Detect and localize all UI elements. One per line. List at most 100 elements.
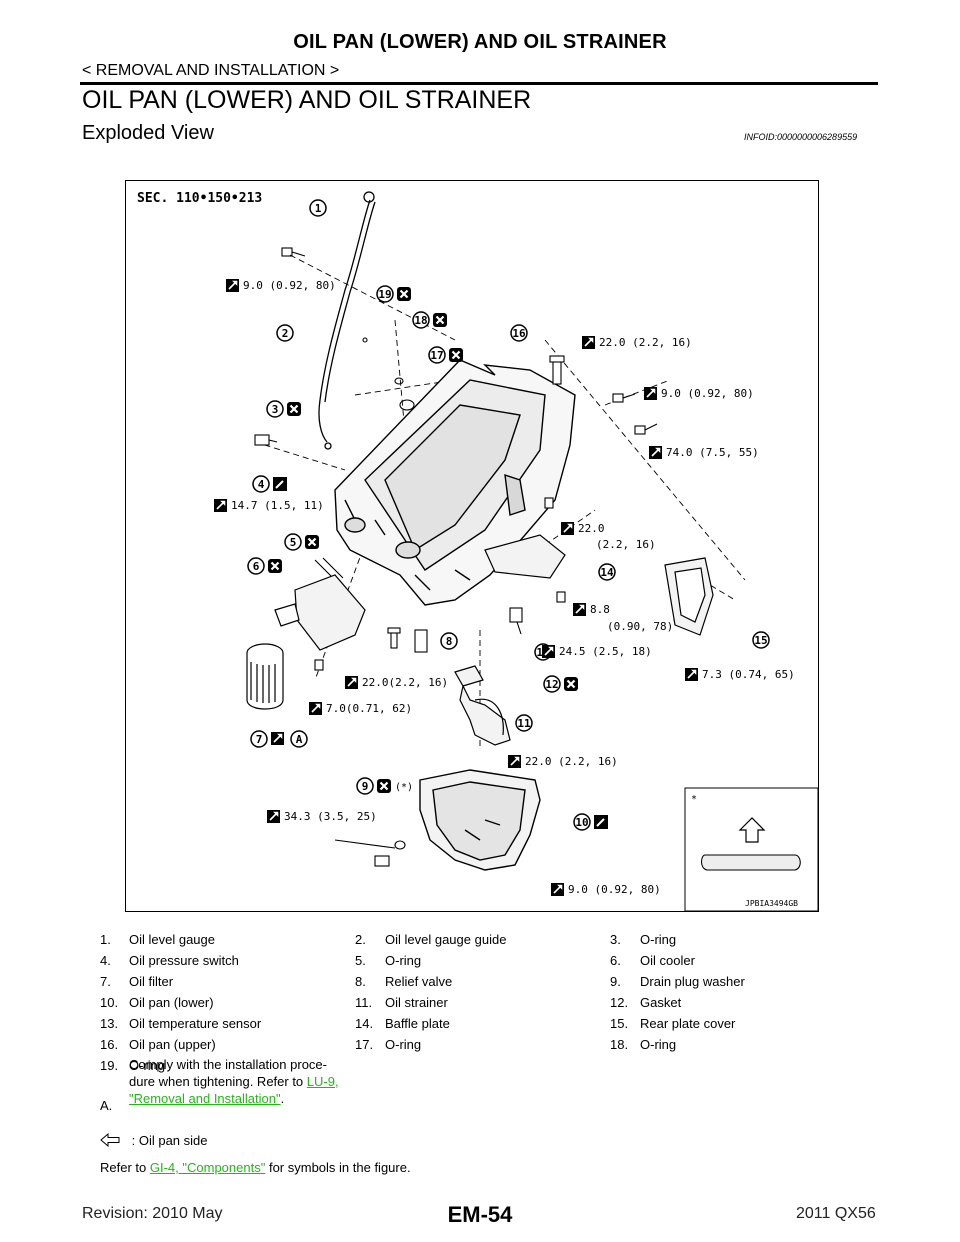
callouts: 12345678910111213141516171819A(*)	[247, 199, 770, 831]
callout-number: 15	[754, 634, 767, 647]
bolt-gauge-guide	[281, 247, 306, 257]
legend-text: O-ring	[129, 1058, 166, 1073]
legend-text: Oil level gauge guide	[385, 932, 507, 947]
callout-circle	[252, 475, 270, 493]
legend-text: Oil cooler	[640, 953, 695, 968]
baffle-plate	[484, 534, 566, 579]
diagram-frame	[125, 180, 819, 912]
callout-circle	[356, 777, 374, 795]
callout-circle	[309, 199, 327, 217]
replace-icon	[562, 675, 580, 693]
legend-row: 19.O-ring	[100, 1058, 890, 1079]
legend-text: Rear plate cover	[640, 1016, 736, 1031]
torque-value: (2.2, 16)	[596, 538, 656, 551]
arrow-note: : Oil pan side	[100, 1132, 208, 1148]
footer-page-number: EM-54	[447, 1202, 513, 1227]
torque-icon	[507, 754, 522, 769]
legend-text: O-ring	[640, 1037, 677, 1052]
note-a: Comply with the installation proce- dure…	[129, 1056, 369, 1107]
callout-number: 4	[258, 478, 265, 491]
torque-icon	[550, 882, 565, 897]
legend-text: Oil pressure switch	[129, 953, 239, 968]
legend-number: 8.	[355, 974, 366, 989]
torque-icon	[344, 675, 359, 690]
oil-temp-sensor	[509, 607, 523, 635]
sealant-icon	[593, 814, 609, 830]
torque-value: 24.5 (2.5, 18)	[559, 645, 652, 658]
info-id: INFOID:0000000006289559	[744, 132, 858, 142]
callout-number: 5	[290, 536, 297, 549]
sealant-icon	[272, 476, 288, 492]
replace-icon	[303, 533, 321, 551]
torque-icon	[648, 445, 663, 460]
legend-number: 15.	[610, 1016, 629, 1031]
drain-plug	[334, 839, 396, 867]
torque-icon	[225, 278, 240, 293]
callout-number: 12	[545, 678, 558, 691]
callout-number: 10	[575, 816, 588, 829]
callout-number: 1	[315, 202, 322, 215]
arrow-up-icon	[738, 817, 766, 843]
callout-circle	[247, 557, 265, 575]
legend-number: 9.	[610, 974, 621, 989]
callout-circle	[573, 813, 591, 831]
arrow-left-icon	[100, 1132, 120, 1148]
legend-text: Drain plug washer	[640, 974, 745, 989]
legend-number: 4.	[100, 953, 111, 968]
callout-number: 3	[272, 403, 279, 416]
star-label: (*)	[395, 782, 413, 793]
torque-icon	[270, 731, 285, 746]
callout-circle	[276, 324, 294, 342]
oil-strainer	[454, 665, 511, 746]
legend-text: O-ring	[385, 953, 422, 968]
link-lu-9[interactable]: LU-9,	[306, 1074, 339, 1089]
legend-number: 11.	[355, 995, 373, 1010]
callout-number: 7	[256, 733, 263, 746]
image-code: JPBIA3494GB	[745, 899, 798, 908]
rear-plate-cover	[664, 557, 714, 636]
callout-circle	[428, 346, 446, 364]
oil-filter	[246, 643, 284, 710]
replace-icon	[395, 285, 413, 303]
page-header-title: OIL PAN (LOWER) AND OIL STRAINER	[293, 31, 667, 53]
legend-text: Oil pan (lower)	[129, 995, 214, 1010]
legend-text: O-ring	[640, 932, 677, 947]
replace-icon	[375, 777, 393, 795]
torque-value: 9.0 (0.92, 80)	[568, 883, 661, 896]
torque-value: 22.0	[578, 522, 605, 535]
legend-number: 1.	[100, 932, 111, 947]
torque-value: 7.3 (0.74, 65)	[702, 668, 795, 681]
sec-label: SEC. 110•150•213	[137, 191, 262, 206]
torque-icon	[308, 701, 323, 716]
legend-number: 17.	[355, 1037, 374, 1052]
legend-text: Oil strainer	[385, 995, 448, 1010]
callout-circle	[510, 324, 528, 342]
link-gi-4-components[interactable]: GI-4, "Components"	[149, 1160, 266, 1175]
callout-circle	[752, 631, 770, 649]
callout-number: 14	[600, 566, 614, 579]
legend-text: Baffle plate	[385, 1016, 450, 1031]
legend-number: 5.	[355, 953, 366, 968]
callout-number: 19	[378, 288, 391, 301]
torque-value: 22.0(2.2, 16)	[362, 676, 448, 689]
relief-valve	[414, 629, 428, 653]
legend-number: 16.	[100, 1037, 119, 1052]
link-removal-installation[interactable]: "Removal and Installation"	[129, 1091, 281, 1106]
legend-number: 13.	[100, 1016, 119, 1031]
torque-icon	[541, 644, 556, 659]
torque-value: 22.0 (2.2, 16)	[599, 336, 692, 349]
sub-title: Exploded View	[82, 122, 214, 144]
callout-circle	[250, 730, 268, 748]
legend-text: Oil level gauge	[129, 932, 215, 947]
torque-value: 9.0 (0.92, 80)	[661, 387, 754, 400]
legend-number: 7.	[100, 974, 111, 989]
torque-icon	[213, 498, 228, 513]
note-a-line3: "Removal and Installation".	[129, 1091, 285, 1106]
legend-number: 12.	[610, 995, 629, 1010]
oil-gauge-guide	[318, 191, 376, 450]
callout-number: 17	[430, 349, 443, 362]
